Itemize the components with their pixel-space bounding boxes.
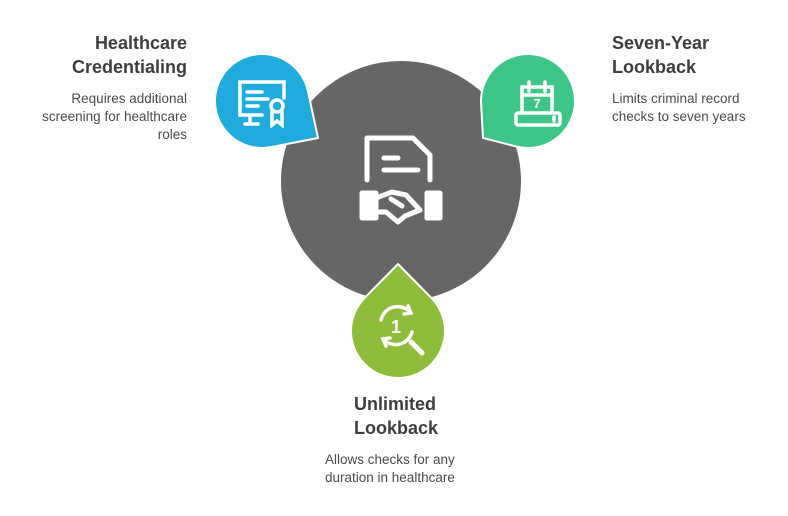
search-history-icon — [379, 304, 425, 356]
drop-healthcare-credentialing — [214, 53, 320, 149]
center-circle — [281, 61, 521, 301]
monitor-certificate-icon — [238, 80, 286, 129]
document-handshake-icon — [359, 135, 443, 225]
drop-seven-year-lookback — [480, 53, 576, 149]
calendar-day-text: 7 — [533, 96, 540, 111]
calendar-7-icon — [514, 80, 562, 127]
search-history-digit: 1 — [391, 317, 401, 337]
